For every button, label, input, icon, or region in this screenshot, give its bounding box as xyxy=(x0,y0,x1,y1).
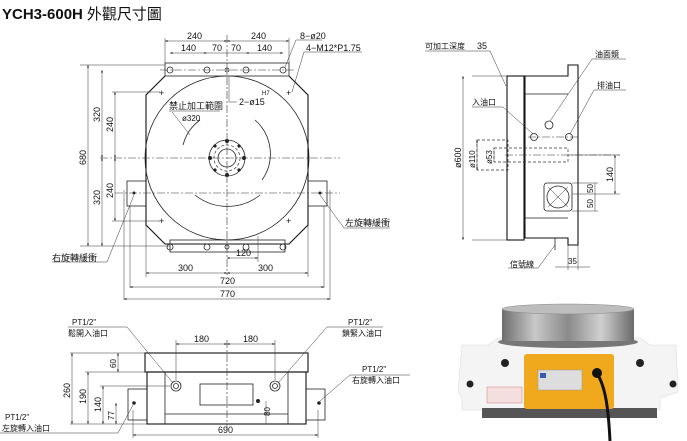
dim-180-left: 180 xyxy=(194,334,209,344)
callout-oil-inlet: 入油口 xyxy=(472,97,496,107)
title-subtitle: 外觀尺寸圖 xyxy=(86,6,162,23)
dim-140: 140 xyxy=(605,167,615,182)
top-view: + + + + 240 240 140 70 70 140 8−ø20 4−M12*P… xyxy=(52,31,390,300)
svg-text:+: + xyxy=(286,88,291,98)
dim-140-front: 140 xyxy=(93,397,103,412)
dim-140-left: 140 xyxy=(181,43,196,53)
svg-text:+: + xyxy=(286,216,291,226)
dim-70-right: 70 xyxy=(231,43,241,53)
dim-190: 190 xyxy=(78,389,88,404)
callout-no-machining: 禁止加工範圍 xyxy=(169,100,223,111)
dim-320-bottom: 320 xyxy=(92,190,102,205)
dim-260: 260 xyxy=(62,383,72,398)
callout-tap: 4−M12*P1.75 xyxy=(306,43,361,53)
callout-signal-line: 信號線 xyxy=(510,259,534,269)
port-right-rot: PT1/2" xyxy=(362,365,386,374)
dim-320-top: 320 xyxy=(92,107,102,122)
callout-8-holes: 8−ø20 xyxy=(300,31,326,41)
callout-oil-gauge: 油面鏡 xyxy=(595,49,619,59)
dim-240-top: 240 xyxy=(105,117,115,132)
callout-pin: 2−ø15 xyxy=(239,97,265,107)
svg-text:+: + xyxy=(159,216,164,226)
callout-left-rot-inlet: 左旋轉入油口 xyxy=(2,423,50,433)
product-photo xyxy=(457,303,679,441)
bottom-bar xyxy=(169,239,286,253)
dim-180-right: 180 xyxy=(243,334,258,344)
port-unclamp: PT1/2" xyxy=(72,318,96,327)
dim-50-a: 50 xyxy=(586,184,595,193)
callout-fit: H7 xyxy=(262,91,270,97)
dim-35: 35 xyxy=(568,257,577,266)
model-name: YCH3-600H xyxy=(2,6,83,23)
dim-80: 80 xyxy=(263,407,272,416)
dim-240-left: 240 xyxy=(187,31,202,41)
body-outline xyxy=(145,75,309,245)
side-view: ø600 ø110 ø53 140 50 50 可加工深度 35 油面鏡 排油口… xyxy=(425,41,626,270)
nameplate xyxy=(537,369,583,391)
callout-unclamp-inlet: 鬆開入油口 xyxy=(68,328,108,338)
dim-300-right: 300 xyxy=(258,263,273,273)
signal-cable xyxy=(595,372,612,441)
dim-770: 770 xyxy=(220,289,235,299)
dim-120: 120 xyxy=(236,248,251,258)
dim-680: 680 xyxy=(78,150,88,165)
machinable-depth-value: 35 xyxy=(477,41,487,51)
callout-right-rot-inlet: 右旋轉入油口 xyxy=(352,375,400,385)
dim-140-right: 140 xyxy=(257,43,272,53)
port-clamp: PT1/2" xyxy=(348,318,372,327)
dim-240-right: 240 xyxy=(251,31,266,41)
right-lug xyxy=(307,180,328,207)
dim-110: ø110 xyxy=(468,150,477,168)
callout-clamp-inlet: 鎖緊入油口 xyxy=(342,328,382,338)
dim-77: 77 xyxy=(107,411,116,420)
dim-53: ø53 xyxy=(485,150,494,164)
dim-720: 720 xyxy=(220,276,235,286)
dim-600: ø600 xyxy=(453,147,463,168)
dim-300-left: 300 xyxy=(178,263,193,273)
callout-dia320: ø320 xyxy=(182,114,201,123)
svg-text:+: + xyxy=(159,88,164,98)
callout-right-buffer: 右旋轉緩衝 xyxy=(52,252,97,263)
machinable-depth-label: 可加工深度 xyxy=(425,41,465,51)
dim-50-b: 50 xyxy=(586,199,595,208)
dim-70-left: 70 xyxy=(212,43,222,53)
callout-left-buffer: 左旋轉緩衝 xyxy=(345,217,390,228)
dim-240-bottom: 240 xyxy=(105,183,115,198)
dim-690: 690 xyxy=(218,425,233,435)
front-view: 180 180 260 60 190 140 77 80 690 PT1/2" … xyxy=(0,318,410,438)
top-holes xyxy=(166,66,287,251)
left-lug xyxy=(126,180,147,207)
dim-60: 60 xyxy=(109,359,118,368)
callout-oil-outlet: 排油口 xyxy=(597,80,621,90)
port-left-rot: PT1/2" xyxy=(5,413,29,422)
